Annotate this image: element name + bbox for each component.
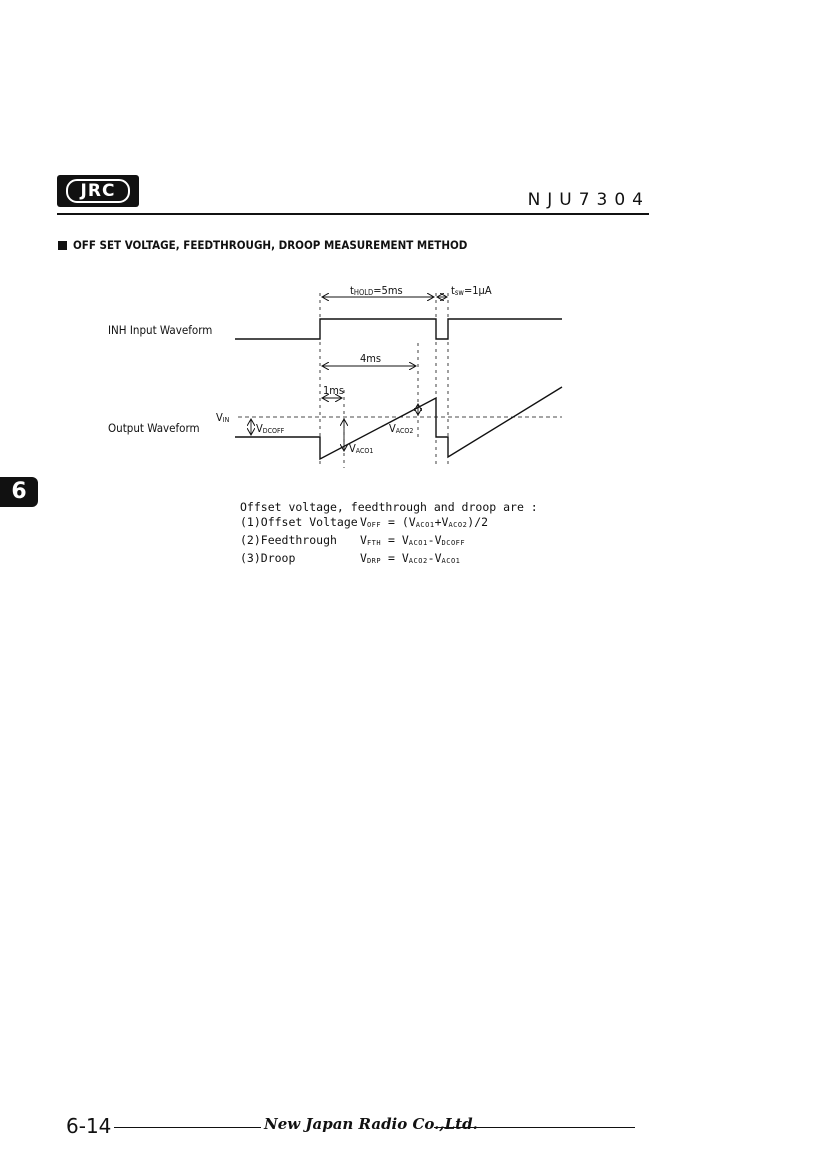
four-ms-label: 4ms <box>360 352 381 365</box>
vaco2-label: VACO2 <box>389 422 413 435</box>
header-rule <box>57 213 649 215</box>
equation-row: (1)Offset Voltage VOFF = (VACO1+VACO2)/2 <box>240 515 538 533</box>
equation-expression: VOFF = (VACO1+VACO2)/2 <box>360 515 489 529</box>
page-number: 6-14 <box>66 1114 112 1138</box>
part-number: NJU7304 <box>527 190 650 210</box>
output-waveform-label: Output Waveform <box>108 421 200 435</box>
equation-expression: VFTH = VACO1-VDCOFF <box>360 533 466 547</box>
vaco1-label: VACO1 <box>349 442 373 455</box>
one-ms-label: 1ms <box>323 384 344 397</box>
chapter-tab: 6 <box>0 477 38 507</box>
equations-intro: Offset voltage, feedthrough and droop ar… <box>240 500 538 514</box>
company-name: New Japan Radio Co.,Ltd. <box>264 1115 478 1133</box>
footer-rule <box>114 1127 261 1128</box>
section-title-text: OFF SET VOLTAGE, FEEDTHROUGH, DROOP MEAS… <box>73 238 468 252</box>
logo-text: JRC <box>66 179 130 203</box>
equations-block: Offset voltage, feedthrough and droop ar… <box>240 500 538 569</box>
vdcoff-label: VDCOFF <box>256 422 285 435</box>
section-title: OFF SET VOLTAGE, FEEDTHROUGH, DROOP MEAS… <box>58 238 467 252</box>
equation-label: (2)Feedthrough <box>240 533 337 547</box>
equation-row: (2)Feedthrough VFTH = VACO1-VDCOFF <box>240 533 538 551</box>
footer-rule <box>434 1127 635 1128</box>
inh-input-label: INH Input Waveform <box>108 323 212 337</box>
t-hold-label: tHOLD=5ms <box>350 284 403 297</box>
t-sw-label: tsw=1μA <box>451 284 492 297</box>
vin-label: VIN <box>216 411 230 424</box>
jrc-logo: JRC <box>57 175 139 207</box>
output-waveform <box>235 386 563 461</box>
equation-label: (3)Droop <box>240 551 296 565</box>
square-bullet-icon <box>58 240 67 250</box>
equation-label: (1)Offset Voltage <box>240 515 358 529</box>
equation-expression: VDRP = VACO2-VACO1 <box>360 551 461 565</box>
inh-waveform <box>235 318 562 340</box>
equation-row: (3)Droop VDRP = VACO2-VACO1 <box>240 551 538 569</box>
waveform-diagram: INH Input Waveform Output Waveform tHOLD… <box>108 284 563 468</box>
